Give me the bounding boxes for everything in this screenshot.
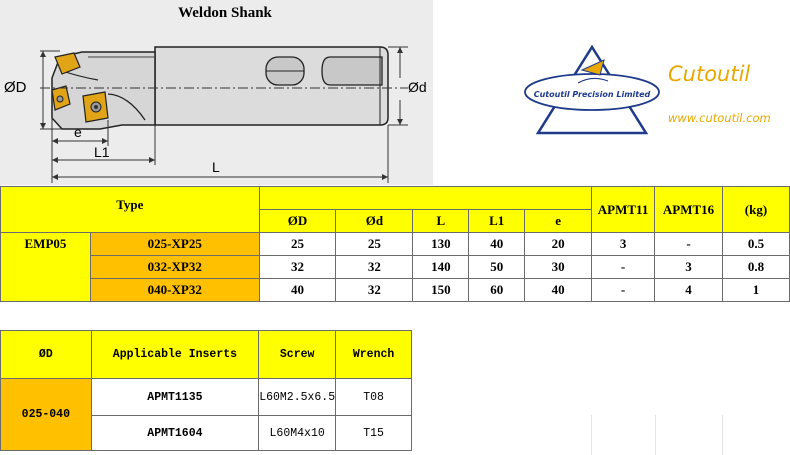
insert-table: ØD Applicable Inserts Screw Wrench 025-0… — [0, 330, 412, 451]
dimension-d-minor: Ød — [388, 46, 427, 126]
apmt16-cell: 4 — [654, 278, 723, 302]
d-minor-cell: 32 — [335, 278, 414, 302]
dimension-e: e — [51, 118, 109, 146]
table-row: EMP05 025-XP25 25 25 130 40 20 3 - 0.5 — [0, 232, 790, 302]
end-mill-drawing: Weldon Shank — [4, 5, 427, 183]
header-l: L — [412, 209, 470, 233]
header-dimensions — [258, 186, 593, 210]
spec-table: Type APMT11 APMT16 (kg) ØD Ød L L1 e EMP… — [0, 186, 790, 302]
model-cell: 032-XP32 — [89, 255, 260, 279]
insert-cell: APMT1135 — [90, 378, 260, 416]
wrench-cell: T15 — [335, 415, 412, 451]
svg-text:L: L — [212, 159, 220, 175]
insert-top-icon — [54, 52, 81, 75]
apmt11-cell: 3 — [591, 232, 656, 256]
svg-text:L1: L1 — [94, 144, 110, 160]
l1-cell: 50 — [468, 255, 526, 279]
drawing-title: Weldon Shank — [178, 5, 272, 21]
apmt11-cell: - — [591, 278, 656, 302]
seal-text: Cutoutil Precision Limited — [534, 90, 651, 99]
grid-line — [591, 415, 592, 455]
e-cell: 40 — [524, 278, 593, 302]
family-cell: EMP05 — [0, 232, 91, 302]
header-inserts: Applicable Inserts — [90, 330, 260, 379]
screw-cell: L60M4x10 — [258, 415, 337, 451]
cutting-head — [51, 51, 156, 130]
header-insert-d: ØD — [0, 330, 92, 379]
svg-text:e: e — [74, 124, 82, 140]
apmt16-cell: 3 — [654, 255, 723, 279]
svg-text:Ød: Ød — [408, 79, 427, 95]
e-cell: 20 — [524, 232, 593, 256]
shank — [154, 46, 389, 126]
l-cell: 140 — [412, 255, 470, 279]
e-cell: 30 — [524, 255, 593, 279]
grid-line — [655, 415, 656, 455]
header-screw: Screw — [258, 330, 337, 379]
table-row: APMT1604 L60M4x10 T15 — [1, 415, 412, 451]
l1-cell: 60 — [468, 278, 526, 302]
weight-cell: 1 — [722, 278, 790, 302]
seal-logo: Cutoutil Precision Limited — [524, 45, 660, 135]
table-row: 025-040 APMT1135 L60M2.5x6.5 T08 — [0, 378, 412, 451]
l-cell: 130 — [412, 232, 470, 256]
header-d-major: ØD — [258, 209, 337, 233]
weight-cell: 0.8 — [722, 255, 790, 279]
header-e: e — [524, 209, 593, 233]
header-apmt16: APMT16 — [654, 186, 723, 233]
brand-name: Cutoutil — [668, 62, 751, 86]
l-cell: 150 — [412, 278, 470, 302]
tool-drawing: Weldon Shank — [0, 0, 433, 185]
d-minor-cell: 25 — [335, 232, 414, 256]
model-cell: 040-XP32 — [89, 278, 260, 302]
screw-cell: L60M2.5x6.5 — [258, 378, 337, 416]
brand-url: www.cutoutil.com — [668, 111, 771, 125]
header-apmt11: APMT11 — [591, 186, 656, 233]
header-type: Type — [0, 186, 260, 233]
dimension-l1: L1 — [51, 125, 156, 165]
l1-cell: 40 — [468, 232, 526, 256]
model-cell: 025-XP25 — [89, 232, 260, 256]
table-row: 040-XP32 40 32 150 60 40 - 4 1 — [1, 278, 790, 302]
spec-header-row-2: ØD Ød L L1 e — [1, 209, 790, 233]
insert-cell: APMT1604 — [90, 415, 260, 451]
wrench-cell: T08 — [335, 378, 412, 416]
svg-text:ØD: ØD — [4, 79, 27, 96]
dimension-d-major: ØD — [4, 50, 62, 130]
d-major-cell: 25 — [258, 232, 337, 256]
header-wrench: Wrench — [335, 330, 412, 379]
d-major-cell: 32 — [258, 255, 337, 279]
weight-cell: 0.5 — [722, 232, 790, 256]
grid-line — [722, 415, 723, 455]
dimension-l: L — [51, 125, 389, 183]
spec-header-row: Type APMT11 APMT16 (kg) — [0, 186, 790, 233]
diameter-range-cell: 025-040 — [0, 378, 92, 451]
header-l1: L1 — [468, 209, 526, 233]
table-row: 032-XP32 32 32 140 50 30 - 3 0.8 — [1, 255, 790, 279]
header-d-minor: Ød — [335, 209, 414, 233]
d-minor-cell: 32 — [335, 255, 414, 279]
apmt11-cell: - — [591, 255, 656, 279]
apmt16-cell: - — [654, 232, 723, 256]
header-weight: (kg) — [722, 186, 790, 233]
d-major-cell: 40 — [258, 278, 337, 302]
insert-header-row: ØD Applicable Inserts Screw Wrench — [0, 330, 412, 379]
